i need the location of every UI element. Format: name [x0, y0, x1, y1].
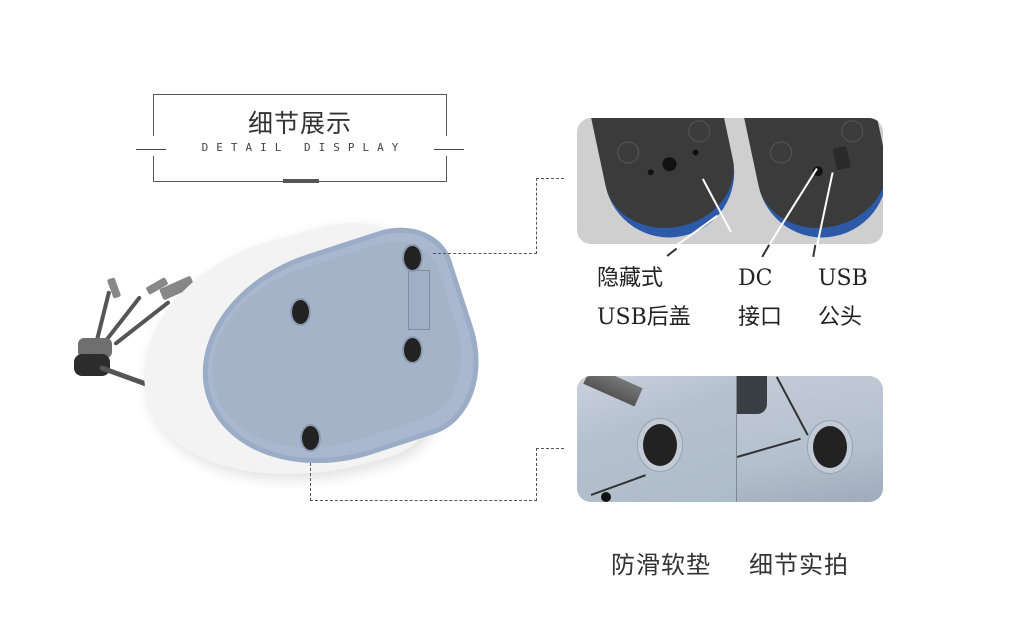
foot-ring [686, 118, 713, 145]
frame-border-left-upper [153, 94, 154, 136]
rubber-foot [404, 338, 421, 362]
cover-edge [776, 376, 809, 436]
frame-border-right-lower [446, 156, 447, 182]
detail-photo-right [736, 376, 883, 502]
caption-real-detail-shot: 细节实拍 [749, 551, 849, 579]
callout-pointer-dc-ext [761, 244, 770, 258]
cover-edge [736, 437, 801, 458]
connector-line-bottom [536, 448, 537, 501]
frame-border-right-upper [446, 94, 447, 136]
section-title-english: DETAIL DISPLAY [201, 141, 407, 154]
caption-hidden-usb-cover-line1: 隐藏式 [597, 266, 664, 291]
frame-dash-right [434, 149, 464, 150]
screw-hole [647, 168, 655, 176]
frame-bottom-tab [283, 179, 319, 183]
detail-photo-left [577, 376, 736, 502]
usb-plug [583, 376, 643, 407]
connector-line-bottom [310, 500, 537, 501]
photo-divider [736, 376, 737, 502]
caption-dc-port-line1: DC [738, 266, 773, 291]
foot-ring [615, 139, 642, 166]
caption-anti-slip-pad: 防滑软垫 [611, 551, 711, 579]
section-title-frame: 细节展示 DETAIL DISPLAY [136, 94, 464, 183]
caption-usb-male-line2: 公头 [818, 305, 863, 330]
screw-hole [692, 148, 700, 157]
rubber-foot [404, 246, 421, 270]
callout-pointer-cover-ext [666, 247, 677, 257]
rubber-foot [292, 300, 309, 324]
anti-slip-pad [643, 424, 677, 466]
callout-pointer-usb-ext [812, 244, 816, 257]
frame-border-left-lower [153, 156, 154, 182]
caption-hidden-usb-cover-line2: USB后盖 [597, 305, 691, 330]
frame-border-top [153, 94, 447, 95]
port-opening [737, 376, 767, 414]
connector-line-top [536, 178, 537, 254]
device-underside-left [581, 118, 747, 244]
screw-hole [601, 492, 611, 502]
product-image [60, 203, 501, 517]
cover-port [661, 155, 678, 173]
rubber-foot [302, 426, 319, 450]
connector-line-bottom [536, 448, 564, 449]
foot-ring [768, 139, 795, 166]
cover-edge [590, 474, 646, 496]
cable-hub [78, 338, 112, 358]
detail-photo-ports [577, 118, 883, 244]
connector-line-bottom [310, 463, 311, 501]
foot-ring [839, 118, 866, 145]
connector-line-top [536, 178, 564, 179]
usb-male-port [832, 145, 851, 171]
caption-dc-port-line2: 接口 [738, 305, 783, 330]
usb-cover-panel [408, 270, 430, 330]
connector-line-top [433, 253, 537, 254]
frame-dash-left [136, 149, 166, 150]
cable-hub-base [74, 354, 110, 376]
detail-photo-feet [577, 376, 883, 502]
anti-slip-pad [813, 426, 847, 468]
section-title-chinese: 细节展示 [247, 109, 352, 138]
caption-usb-male-line1: USB [818, 266, 868, 291]
